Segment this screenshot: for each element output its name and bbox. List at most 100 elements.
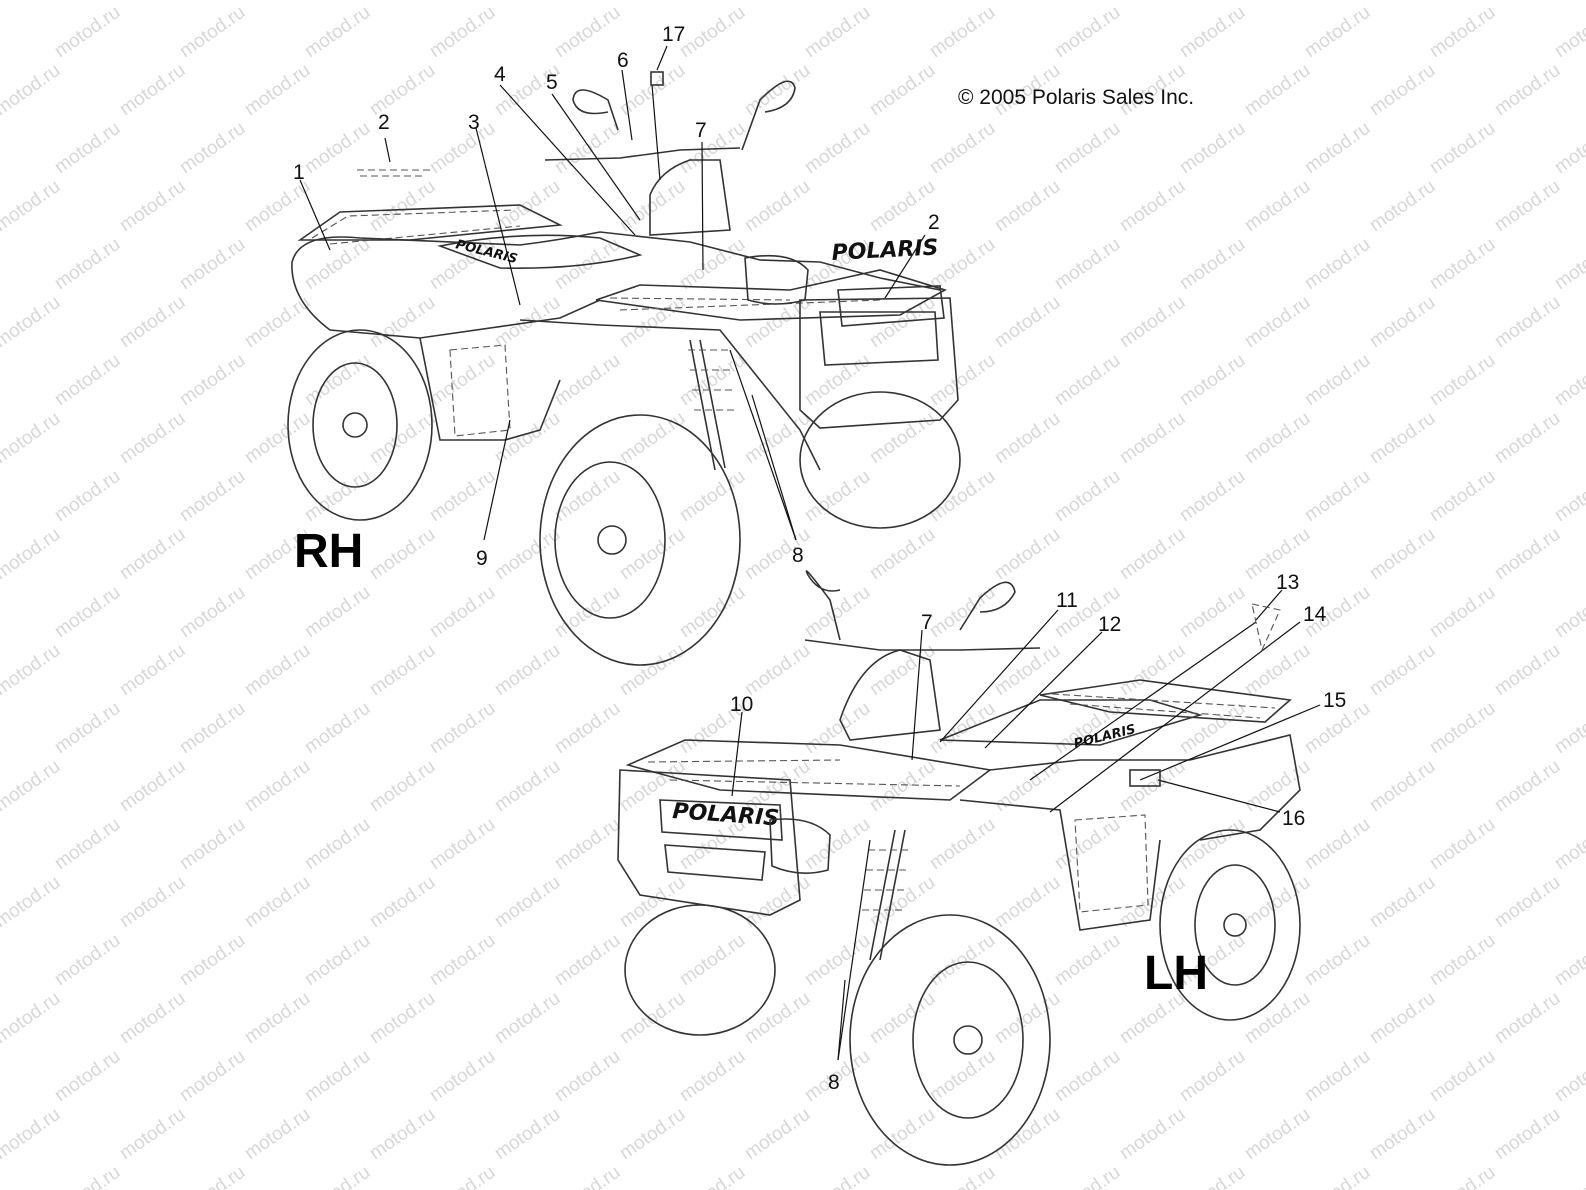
watermark-text: motod.ru <box>676 582 749 642</box>
watermark-text: motod.ru <box>1491 524 1564 584</box>
watermark-text: motod.ru <box>1116 408 1189 468</box>
watermark-text: motod.ru <box>301 582 374 642</box>
watermark-text: motod.ru <box>116 60 189 120</box>
watermark-text: motod.ru <box>51 930 124 990</box>
watermark-text: motod.ru <box>116 292 189 352</box>
watermark-text: motod.ru <box>991 988 1064 1048</box>
watermark-text: motod.ru <box>551 2 624 62</box>
watermark-text: motod.ru <box>116 524 189 584</box>
watermark-text: motod.ru <box>1366 176 1439 236</box>
watermark-text: motod.ru <box>1491 988 1564 1048</box>
watermark-text: motod.ru <box>551 698 624 758</box>
watermark-text: motod.ru <box>1491 756 1564 816</box>
watermark-text: motod.ru <box>616 408 689 468</box>
watermark-text: motod.ru <box>366 0 439 4</box>
watermark-text: motod.ru <box>1116 292 1189 352</box>
watermark-text: motod.ru <box>616 176 689 236</box>
watermark-text: motod.ru <box>1491 292 1564 352</box>
watermark-text: motod.ru <box>1176 118 1249 178</box>
watermark-text: motod.ru <box>551 350 624 410</box>
watermark-text: motod.ru <box>176 1162 249 1190</box>
watermark-text: motod.ru <box>0 756 64 816</box>
watermark-text: motod.ru <box>1176 2 1249 62</box>
watermark-text: motod.ru <box>491 1104 564 1164</box>
lh-leader-lines <box>731 589 1321 1061</box>
watermark-text: motod.ru <box>616 988 689 1048</box>
watermark-text: motod.ru <box>1426 582 1499 642</box>
watermark-text: motod.ru <box>1551 698 1586 758</box>
watermark-text: motod.ru <box>1551 2 1586 62</box>
watermark-text: motod.ru <box>551 118 624 178</box>
watermark-text: motod.ru <box>741 60 814 120</box>
watermark-text: motod.ru <box>1241 0 1314 4</box>
callout-1: 1 <box>293 161 305 184</box>
watermark-text: motod.ru <box>866 988 939 1048</box>
watermark-text: motod.ru <box>991 524 1064 584</box>
watermark-text: motod.ru <box>366 176 439 236</box>
watermark-text: motod.ru <box>426 1046 499 1106</box>
watermark-text: motod.ru <box>491 872 564 932</box>
watermark-text: motod.ru <box>1551 234 1586 294</box>
watermark-text: motod.ru <box>741 176 814 236</box>
watermark-text: motod.ru <box>616 292 689 352</box>
watermark-text: motod.ru <box>676 930 749 990</box>
watermark-text: motod.ru <box>926 1162 999 1190</box>
watermark-text: motod.ru <box>0 988 64 1048</box>
callout-7-rh: 7 <box>695 119 707 142</box>
watermark-text: motod.ru <box>0 1104 64 1164</box>
watermark-text: motod.ru <box>491 640 564 700</box>
watermark-text: motod.ru <box>241 872 314 932</box>
watermark-text: motod.ru <box>241 176 314 236</box>
watermark-text: motod.ru <box>1241 988 1314 1048</box>
watermark-text: motod.ru <box>926 2 999 62</box>
watermark-text: motod.ru <box>426 350 499 410</box>
watermark-text: motod.ru <box>866 0 939 4</box>
watermark-text: motod.ru <box>866 408 939 468</box>
watermark-text: motod.ru <box>241 408 314 468</box>
watermark-text: motod.ru <box>241 60 314 120</box>
watermark-text: motod.ru <box>926 930 999 990</box>
watermark-text: motod.ru <box>1051 118 1124 178</box>
callout-8-rh: 8 <box>792 544 804 567</box>
watermark-text: motod.ru <box>1301 930 1374 990</box>
watermark-text: motod.ru <box>491 988 564 1048</box>
callout-5: 5 <box>546 71 558 94</box>
watermark-text: motod.ru <box>491 756 564 816</box>
watermark-text: motod.ru <box>301 930 374 990</box>
watermark-text: motod.ru <box>51 466 124 526</box>
watermark-text: motod.ru <box>176 2 249 62</box>
watermark-text: motod.ru <box>51 1162 124 1190</box>
watermark-text: motod.ru <box>1176 1162 1249 1190</box>
watermark-text: motod.ru <box>801 350 874 410</box>
watermark-text: motod.ru <box>926 814 999 874</box>
watermark-text: motod.ru <box>1366 988 1439 1048</box>
watermark-text: motod.ru <box>241 292 314 352</box>
watermark-text: motod.ru <box>176 1046 249 1106</box>
watermark-text: motod.ru <box>1426 466 1499 526</box>
watermark-text: motod.ru <box>1241 408 1314 468</box>
watermark-text: motod.ru <box>176 814 249 874</box>
watermark-text: motod.ru <box>1176 1046 1249 1106</box>
callout-3: 3 <box>468 111 480 134</box>
watermark-text: motod.ru <box>491 0 564 4</box>
watermark-text: motod.ru <box>866 60 939 120</box>
watermark-text: motod.ru <box>116 756 189 816</box>
watermark-text: motod.ru <box>426 814 499 874</box>
watermark-text: motod.ru <box>551 466 624 526</box>
watermark-text: motod.ru <box>801 930 874 990</box>
watermark-text: motod.ru <box>176 350 249 410</box>
watermark-text: motod.ru <box>1301 2 1374 62</box>
watermark-text: motod.ru <box>991 872 1064 932</box>
watermark-text: motod.ru <box>176 930 249 990</box>
watermark-text: motod.ru <box>676 2 749 62</box>
rh-leader-lines <box>299 45 926 541</box>
watermark-text: motod.ru <box>1116 176 1189 236</box>
watermark-text: motod.ru <box>741 1104 814 1164</box>
watermark-text: motod.ru <box>366 292 439 352</box>
watermark-text: motod.ru <box>616 872 689 932</box>
watermark-text: motod.ru <box>0 176 64 236</box>
watermark-text: motod.ru <box>1426 2 1499 62</box>
watermark-text: motod.ru <box>0 0 64 4</box>
watermark-text: motod.ru <box>1116 524 1189 584</box>
